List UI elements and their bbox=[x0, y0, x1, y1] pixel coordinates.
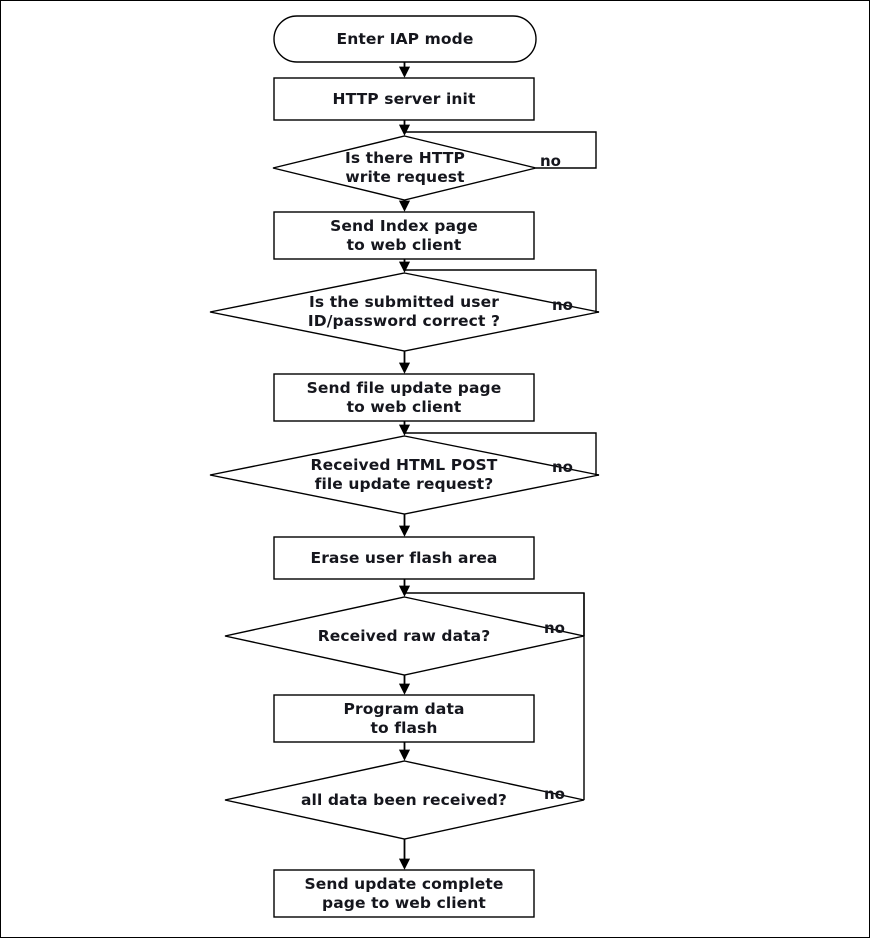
node-send-update-complete-page bbox=[273, 869, 535, 918]
node-received-html-post-request bbox=[209, 435, 600, 515]
node-all-data-been-received bbox=[224, 760, 585, 840]
node-is-user-id-password-correct bbox=[209, 272, 600, 352]
node-send-file-update-page bbox=[273, 373, 535, 422]
edge-label-no-html-post-request: no bbox=[552, 458, 573, 476]
node-http-server-init bbox=[273, 77, 535, 121]
node-is-there-http-write-request bbox=[272, 135, 537, 201]
edge-no-loop-user-id-password bbox=[405, 269, 599, 313]
edge-no-loop-http-write-request bbox=[405, 131, 597, 169]
node-enter-iap-mode bbox=[273, 15, 537, 63]
edge-label-no-user-id-password: no bbox=[552, 296, 573, 314]
node-received-raw-data bbox=[224, 596, 585, 676]
edge-label-no-http-write-request: no bbox=[540, 152, 561, 170]
node-send-index-page bbox=[273, 211, 535, 260]
node-erase-user-flash-area bbox=[273, 536, 535, 580]
edge-no-loop-html-post-request bbox=[405, 432, 599, 476]
node-program-data-to-flash bbox=[273, 694, 535, 743]
edge-label-no-all-data-received: no bbox=[544, 785, 565, 803]
edge-label-no-received-raw-data: no bbox=[544, 619, 565, 637]
